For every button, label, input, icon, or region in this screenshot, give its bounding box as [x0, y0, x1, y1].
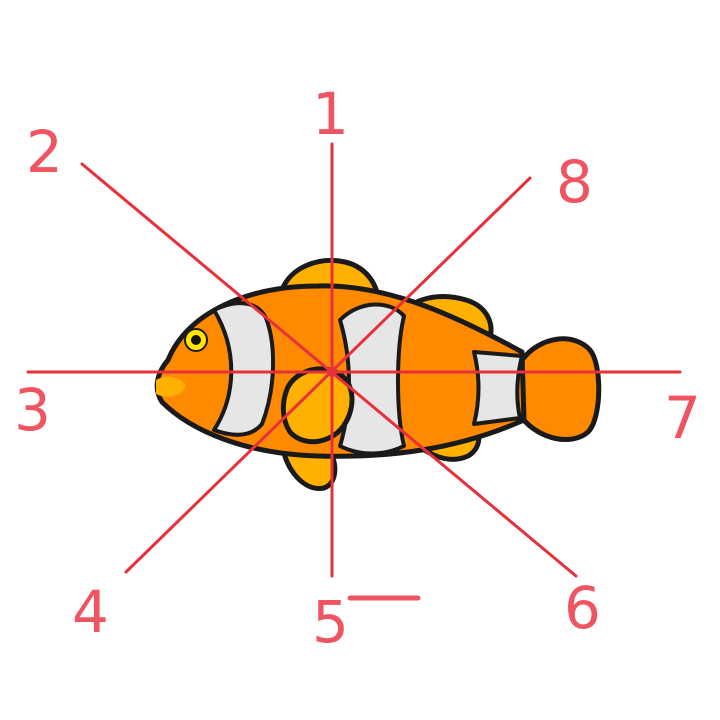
pectoral-fin [280, 366, 355, 445]
label-left: 3 [14, 376, 51, 444]
label-bottom-right: 6 [564, 574, 601, 642]
clownfish-icon [154, 257, 602, 491]
mouth [156, 376, 186, 397]
direction-labels: 1 2 3 4 5 6 7 8 [14, 80, 701, 656]
direction-rays [26, 142, 682, 578]
label-bottom-left: 4 [72, 578, 109, 646]
label-bottom: 5 [312, 588, 349, 656]
label-top-right: 8 [556, 148, 593, 216]
label-top: 1 [312, 80, 349, 148]
front-stripe [212, 301, 276, 437]
center-point [327, 367, 337, 377]
label-top-left: 2 [26, 118, 63, 186]
middle-stripe [338, 302, 406, 456]
pupil [191, 335, 201, 345]
tail-fin [519, 336, 602, 442]
label-right: 7 [664, 384, 701, 452]
rear-stripe [472, 350, 524, 426]
